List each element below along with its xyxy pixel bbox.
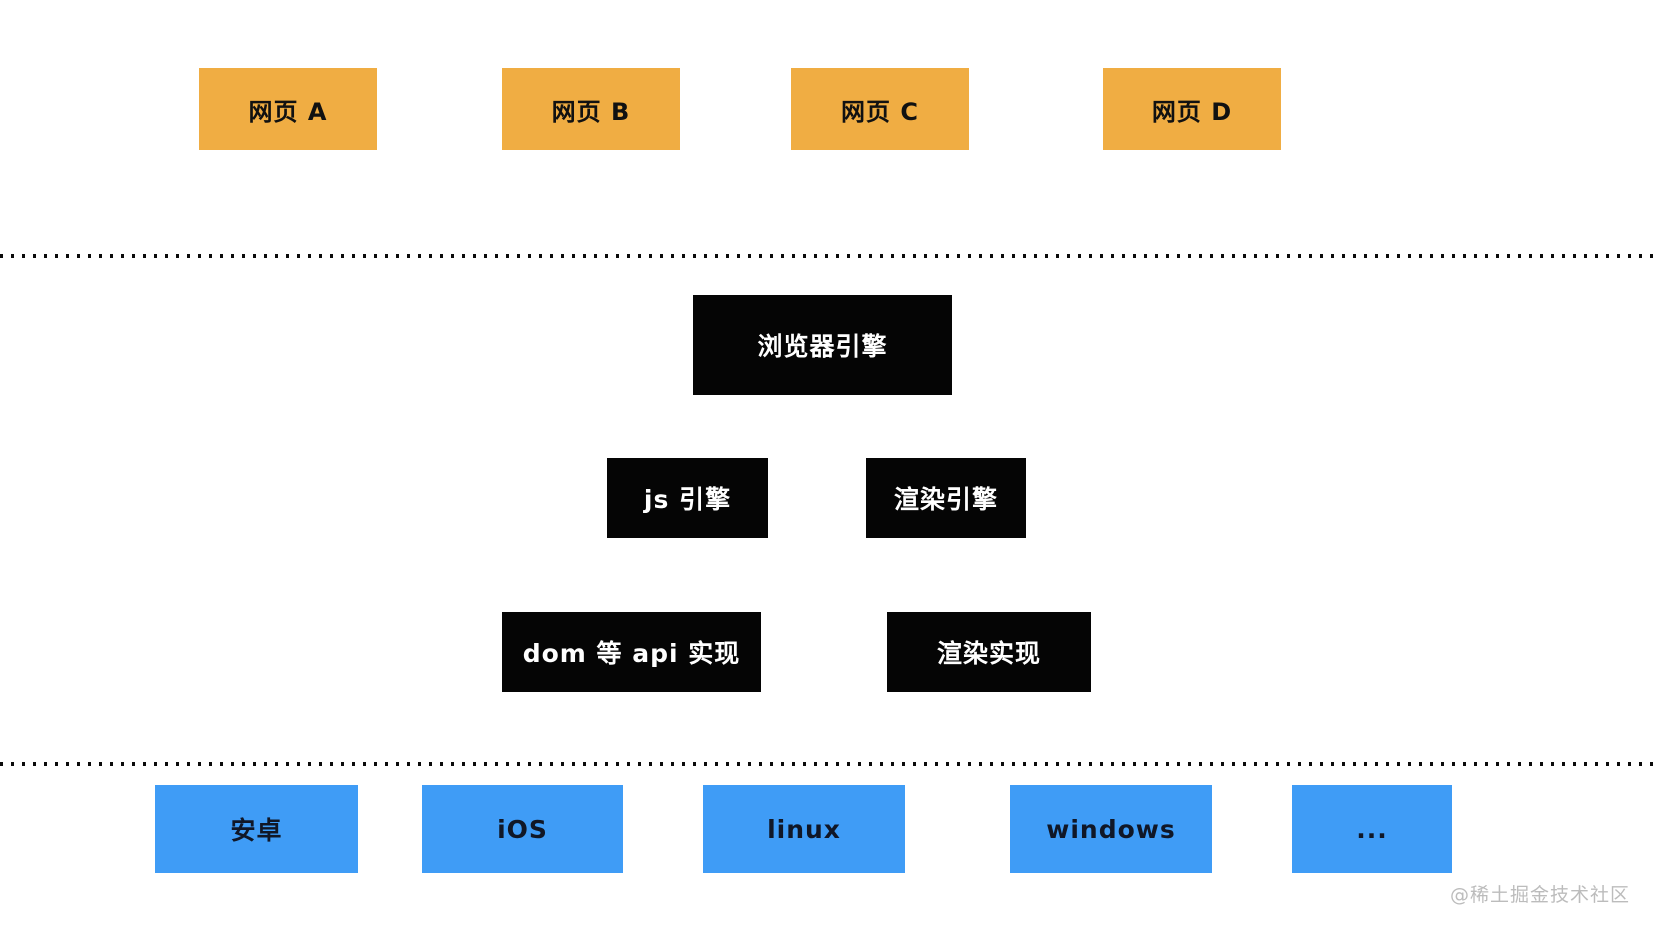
dotted-divider-bottom (0, 762, 1656, 766)
webpage-d-box: 网页 D (1103, 68, 1281, 150)
dotted-divider-top (0, 254, 1656, 258)
webpage-b-box: 网页 B (502, 68, 680, 150)
webpage-c-box: 网页 C (791, 68, 969, 150)
render-implementation-box: 渲染实现 (887, 612, 1091, 692)
dom-api-implementation-label: dom 等 api 实现 (522, 639, 741, 668)
browser-engine-box: 浏览器引擎 (693, 295, 952, 395)
webpage-a-box: 网页 A (199, 68, 377, 150)
juejin-watermark: @稀土掘金技术社区 (1449, 884, 1630, 906)
platform-ios-label: iOS (497, 814, 548, 844)
platform-android-label: 安卓 (230, 816, 283, 845)
render-implementation-label: 渲染实现 (936, 639, 1041, 668)
platform-windows-label: windows (1046, 814, 1176, 844)
platform-windows-box: windows (1010, 785, 1212, 873)
browser-engine-label: 浏览器引擎 (757, 332, 888, 361)
render-engine-box: 渲染引擎 (866, 458, 1026, 538)
platform-more-label: ... (1356, 814, 1388, 844)
webpage-a-label: 网页 A (248, 97, 328, 126)
js-engine-box: js 引擎 (607, 458, 768, 538)
platform-linux-box: linux (703, 785, 905, 873)
webpage-c-label: 网页 C (841, 97, 919, 126)
platform-linux-label: linux (767, 814, 841, 844)
platform-android-box: 安卓 (155, 785, 358, 873)
platform-more-box: ... (1292, 785, 1452, 873)
webpage-d-label: 网页 D (1151, 97, 1233, 126)
js-engine-label: js 引擎 (643, 485, 732, 514)
webpage-b-label: 网页 B (551, 97, 631, 126)
dom-api-implementation-box: dom 等 api 实现 (502, 612, 761, 692)
render-engine-label: 渲染引擎 (893, 485, 998, 514)
platform-ios-box: iOS (422, 785, 623, 873)
